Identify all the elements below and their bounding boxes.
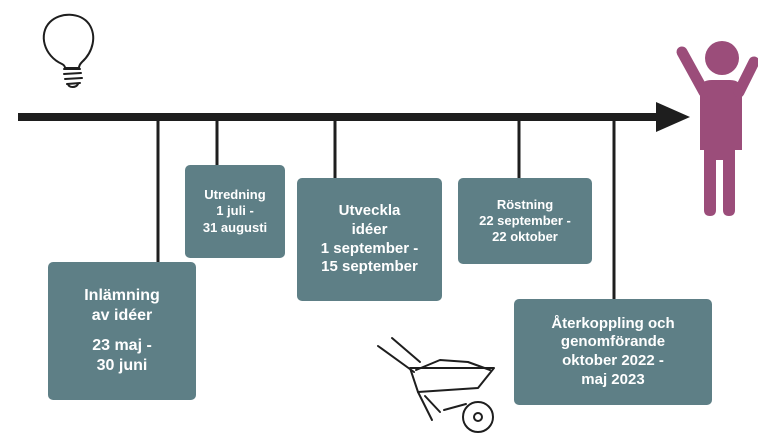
phase-date-line-2: maj 2023 [581, 370, 645, 388]
wheelbarrow-icon [377, 337, 495, 433]
person-cheering-icon [676, 41, 758, 216]
phase-box-aterkoppling: Återkoppling och genomförande oktober 20… [514, 299, 712, 405]
phase-date-line-1: 1 juli - [216, 203, 254, 219]
phase-date-line-1: oktober 2022 - [562, 352, 664, 369]
phase-date-line-1: 22 september - [479, 212, 571, 228]
phase-box-inlamning: Inlämning av idéer 23 maj - 30 juni [48, 262, 196, 400]
phase-title-line-1: Röstning [496, 196, 554, 212]
phase-title-line-2: idéer [351, 220, 388, 238]
phase-box-rostning: Röstning 22 september - 22 oktober [458, 178, 592, 264]
phase-title-line-2: genomförande [560, 333, 666, 351]
phase-box-utredning: Utredning 1 juli - 31 augusti [185, 165, 285, 258]
phase-title-line-1: Utveckla [338, 202, 401, 219]
phase-date-line-1: 1 september - [320, 239, 419, 257]
phase-date-line-2: 22 oktober [492, 229, 558, 245]
phase-title-line-2: av idéer [91, 307, 153, 324]
phase-date-line-2: 31 augusti [202, 219, 268, 235]
phase-date-line-2: 15 september [321, 258, 418, 276]
phase-box-utveckla: Utveckla idéer 1 september - 15 septembe… [297, 178, 442, 301]
phase-date-line-2: 30 juni [96, 357, 148, 374]
lightbulb-icon [42, 13, 95, 88]
phase-date-line-1: 23 maj - [92, 337, 152, 354]
phase-title-line-1: Utredning [204, 187, 266, 203]
timeline-arrowhead [656, 102, 690, 132]
phase-title-line-1: Inlämning [84, 287, 160, 304]
phase-title-line-1: Återkoppling och [551, 314, 675, 332]
